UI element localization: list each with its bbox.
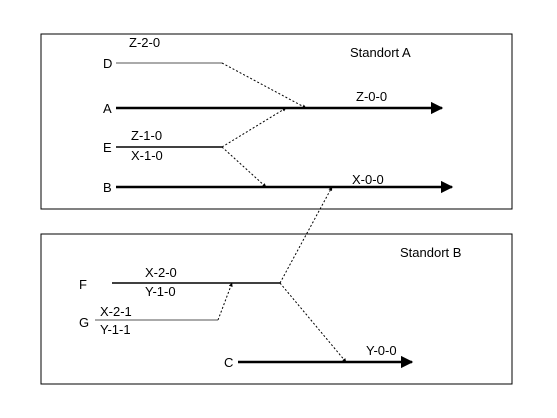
merge-arrow-g-to-f — [217, 282, 233, 321]
node-label-b: B — [103, 180, 112, 195]
node-label-e: E — [103, 140, 112, 155]
merge-arrow-e-to-a — [221, 107, 287, 148]
node-label-d: D — [103, 56, 112, 71]
node-label-c: C — [224, 355, 233, 370]
panel-b-title: Standort B — [400, 245, 461, 260]
merge-arrow-f-to-b — [279, 186, 333, 284]
label-z-2-0: Z-2-0 — [129, 35, 160, 50]
label-z-0-0: Z-0-0 — [356, 89, 387, 104]
label-y-1-1: Y-1-1 — [100, 322, 131, 337]
panel-a-title: Standort A — [350, 45, 411, 60]
node-label-a: A — [103, 101, 112, 116]
node-label-f: F — [79, 277, 87, 292]
label-x-1-0: X-1-0 — [131, 148, 163, 163]
merge-arrow-e-to-b — [221, 146, 267, 188]
label-z-1-0: Z-1-0 — [131, 128, 162, 143]
label-x-0-0: X-0-0 — [352, 172, 384, 187]
merge-arrow-d-to-a — [221, 62, 307, 109]
panel-standort-b — [40, 233, 513, 385]
label-x-2-0: X-2-0 — [145, 265, 177, 280]
merge-arrow-f-to-c — [279, 282, 347, 363]
node-label-g: G — [79, 315, 89, 330]
label-x-2-1: X-2-1 — [100, 304, 132, 319]
label-y-1-0: Y-1-0 — [145, 284, 176, 299]
label-y-0-0: Y-0-0 — [366, 343, 397, 358]
panel-standort-a — [40, 33, 513, 210]
